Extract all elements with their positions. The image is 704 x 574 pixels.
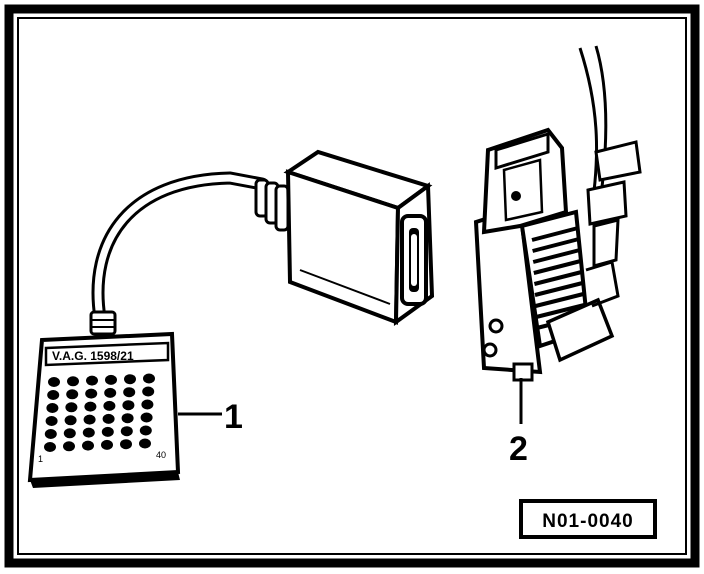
test-box: V.A.G. 1598/21 1 40 [27, 171, 269, 488]
test-socket [64, 415, 77, 426]
test-socket [102, 413, 115, 424]
test-socket [139, 438, 151, 449]
test-socket [66, 389, 79, 400]
adapter-strain-relief [254, 178, 290, 232]
test-socket [120, 426, 133, 437]
mount-hole-lower [482, 342, 498, 358]
adapter-plug [254, 149, 435, 326]
test-socket [47, 390, 60, 400]
test-socket [84, 401, 97, 412]
test-socket [85, 388, 98, 399]
test-box-grommet [89, 310, 117, 336]
corner-mark-left: 1 [38, 454, 43, 464]
test-socket [142, 386, 155, 397]
test-socket [103, 400, 116, 411]
test-socket [122, 400, 135, 411]
test-box-label-strip [44, 341, 170, 367]
test-socket [45, 416, 58, 426]
test-socket [46, 403, 59, 413]
inner-frame [17, 17, 687, 555]
test-socket [121, 413, 134, 424]
test-socket [67, 376, 79, 387]
harness-tape-1 [594, 140, 642, 182]
test-socket [63, 428, 76, 439]
test-socket [143, 373, 155, 384]
test-socket [63, 441, 75, 452]
test-socket [140, 412, 153, 423]
test-socket [65, 402, 78, 413]
test-socket [120, 439, 132, 450]
test-box-cable-inner [94, 174, 266, 322]
connector-bracket [545, 297, 615, 363]
test-socket [86, 375, 98, 386]
mount-hole-upper [488, 318, 504, 334]
socket-grid [44, 373, 155, 452]
reference-code-box [519, 499, 657, 539]
terminal-rib [532, 237, 580, 253]
test-socket [123, 387, 136, 398]
corner-mark-right: 40 [156, 450, 166, 460]
terminal-rib [535, 303, 585, 319]
test-socket [124, 374, 136, 385]
test-socket [141, 399, 154, 410]
test-box-base [30, 472, 180, 488]
callout-1: 1 [224, 398, 243, 436]
test-socket [48, 377, 60, 387]
test-socket [101, 439, 113, 450]
test-socket [83, 414, 96, 425]
test-socket [82, 427, 95, 438]
terminal-rib [532, 248, 581, 264]
callout-2: 2 [509, 430, 528, 468]
test-box-label: V.A.G. 1598/21 [52, 349, 134, 363]
harness-tape-3 [592, 218, 620, 268]
terminal-rib [533, 270, 583, 286]
test-socket [82, 440, 94, 451]
terminal-rib [531, 226, 579, 242]
test-socket [104, 387, 117, 398]
terminal-rib [533, 259, 582, 275]
test-socket [105, 374, 117, 385]
reference-code: N01-0040 [542, 511, 633, 532]
test-socket [44, 429, 57, 439]
test-socket [139, 425, 152, 436]
terminal-rib [534, 281, 583, 297]
test-socket [44, 442, 56, 452]
terminal-rib [535, 292, 584, 308]
harness-tape-2 [586, 180, 628, 226]
test-socket [101, 426, 114, 437]
vehicle-connector [473, 45, 642, 382]
